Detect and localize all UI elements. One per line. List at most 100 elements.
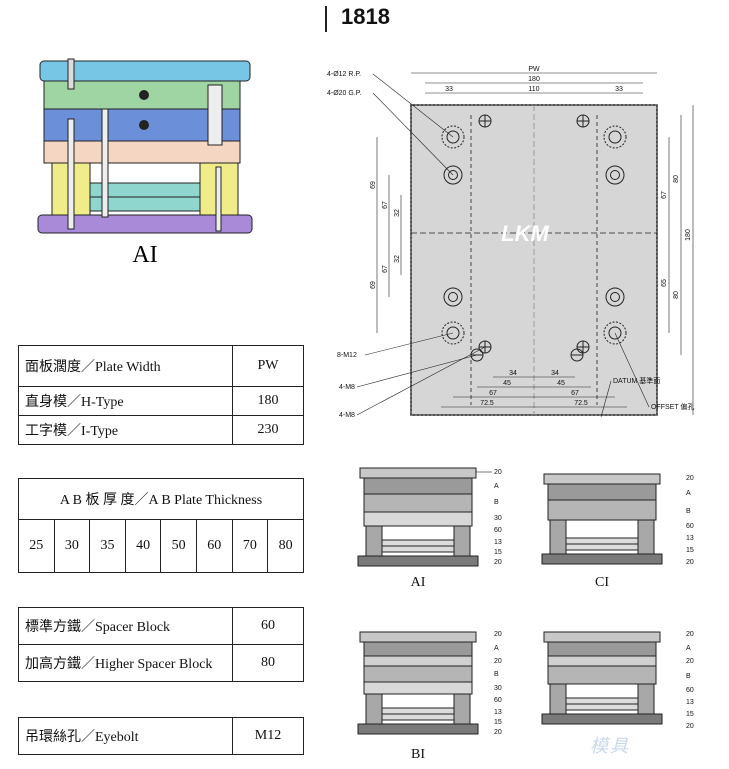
- table-header-row: A B 板 厚 度／A B Plate Thickness: [18, 478, 304, 520]
- layer-label: B: [494, 671, 499, 678]
- main-diagram-caption: AI: [132, 242, 157, 268]
- dim-67-left: 67: [489, 390, 497, 397]
- dim-left-67-top: 67: [382, 201, 389, 209]
- layer-label: 20: [494, 658, 502, 665]
- dim-left-69-top: 69: [370, 181, 377, 189]
- layer-label: 60: [686, 687, 694, 694]
- guide-pin-hole: [441, 125, 465, 149]
- small-view-ci: 20 A B 60 13 15 20 CI: [541, 473, 694, 590]
- callout-rp: 4-Ø12 R.P.: [327, 71, 361, 78]
- layer-label: 20: [494, 559, 502, 566]
- dim-72-5-right: 72.5: [574, 400, 588, 407]
- table-row: 吊環絲孔／Eyebolt M12: [18, 717, 304, 755]
- return-pin-hole: [605, 287, 625, 307]
- dim-110: 110: [528, 86, 539, 93]
- dim-67-right: 67: [571, 390, 579, 397]
- row-value: PW: [232, 345, 304, 387]
- small-view-ai: 20 A B 30 60 13 15 20 AI: [357, 467, 502, 590]
- table-row: 25 30 35 40 50 60 70 80: [18, 519, 304, 573]
- row-value: 180: [232, 386, 304, 416]
- watermark: 模具: [590, 732, 710, 760]
- layer-label: 13: [686, 699, 694, 706]
- dim-right-67: 67: [661, 191, 668, 199]
- guide-pin-hole: [603, 321, 627, 345]
- view-caption: BI: [411, 747, 425, 762]
- callout-m8-2: 4-M8: [339, 412, 355, 419]
- table-row: 標準方鐵／Spacer Block 60: [18, 607, 304, 645]
- table-row: 工字模／I-Type 230: [18, 415, 304, 445]
- layer-label: 20: [686, 723, 694, 730]
- thickness-value: 40: [124, 519, 162, 573]
- layer-label: B: [494, 499, 499, 506]
- layer-label: A: [494, 483, 499, 490]
- row-value: 60: [232, 607, 304, 645]
- table-row: 面板濶度／Plate Width PW: [18, 345, 304, 387]
- layer-label: 15: [686, 711, 694, 718]
- layer-label: 60: [686, 523, 694, 530]
- table-title: A B 板 厚 度／A B Plate Thickness: [18, 478, 304, 520]
- layer-label: 30: [494, 685, 502, 692]
- thickness-value: 80: [267, 519, 304, 573]
- layer-label: A: [494, 645, 499, 652]
- dim-left-32-bottom: 32: [394, 255, 401, 263]
- row-label: 直身模／H-Type: [18, 386, 233, 416]
- table-row: 直身模／H-Type 180: [18, 386, 304, 416]
- layer-label: B: [686, 673, 691, 680]
- thickness-value: 35: [89, 519, 126, 573]
- dim-45-left: 45: [503, 380, 511, 387]
- eyebolt-table: 吊環絲孔／Eyebolt M12: [18, 717, 304, 755]
- layer-label: 20: [494, 469, 502, 476]
- dim-pw: PW: [528, 66, 540, 73]
- screw-hole: [570, 348, 584, 362]
- layer-label: 30: [494, 515, 502, 522]
- layer-label: 20: [686, 559, 694, 566]
- row-label: 工字模／I-Type: [18, 415, 233, 445]
- table-row: 加高方鐵／Higher Spacer Block 80: [18, 644, 304, 682]
- spacer-block-table: 標準方鐵／Spacer Block 60 加高方鐵／Higher Spacer …: [18, 607, 304, 682]
- thickness-value: 30: [53, 519, 91, 573]
- callout-offset: OFFSET 偏孔: [651, 402, 694, 411]
- dim-45-right: 45: [557, 380, 565, 387]
- return-pin-hole: [605, 165, 625, 185]
- dim-right-80-top: 80: [673, 175, 680, 183]
- layer-label: 20: [494, 631, 502, 638]
- brand-logo: LKM: [501, 221, 549, 246]
- dim-72-5-left: 72.5: [480, 400, 494, 407]
- layer-label: 60: [494, 527, 502, 534]
- view-caption: AI: [411, 575, 426, 590]
- layer-label: 15: [686, 547, 694, 554]
- layer-label: 20: [686, 475, 694, 482]
- screw-hole: [576, 340, 590, 354]
- view-caption: CI: [595, 575, 609, 590]
- layer-label: A: [686, 490, 691, 497]
- row-label: 標準方鐵／Spacer Block: [18, 607, 233, 645]
- row-label: 面板濶度／Plate Width: [18, 345, 233, 387]
- layer-label: 13: [686, 535, 694, 542]
- dim-34-left: 34: [509, 370, 517, 377]
- dim-right-180: 180: [685, 229, 692, 241]
- dim-right-80-bottom: 80: [673, 291, 680, 299]
- return-pin-hole: [443, 287, 463, 307]
- row-value: 80: [232, 644, 304, 682]
- dim-180: 180: [528, 76, 540, 83]
- dim-left-32-top: 32: [394, 209, 401, 217]
- layer-label: 15: [494, 719, 502, 726]
- dim-34-right: 34: [551, 370, 559, 377]
- dim-left-69-bottom: 69: [370, 281, 377, 289]
- mold-assembly-illustration: [37, 58, 253, 234]
- watermark-text: 模具: [590, 736, 630, 757]
- row-label: 吊環絲孔／Eyebolt: [18, 717, 233, 755]
- small-view-bi: 20 A 20 B 30 60 13 15 20 BI: [357, 631, 502, 762]
- plate-width-table: 面板濶度／Plate Width PW 直身模／H-Type 180 工字模／I…: [18, 345, 304, 445]
- plan-view-drawing: LKM PW 180 110 33 33 67 65 80 80 180 69 …: [327, 66, 694, 419]
- layer-label: 15: [494, 549, 502, 556]
- layer-label: 20: [686, 631, 694, 638]
- thickness-value: 25: [18, 519, 55, 573]
- dim-33-right: 33: [615, 86, 623, 93]
- callout-m12: 8-M12: [337, 352, 357, 359]
- layer-label: 13: [494, 709, 502, 716]
- small-view-4: 20 A 20 B 60 13 15 20: [541, 631, 694, 730]
- screw-hole: [576, 114, 590, 128]
- row-value: M12: [232, 717, 304, 755]
- return-pin-hole: [443, 165, 463, 185]
